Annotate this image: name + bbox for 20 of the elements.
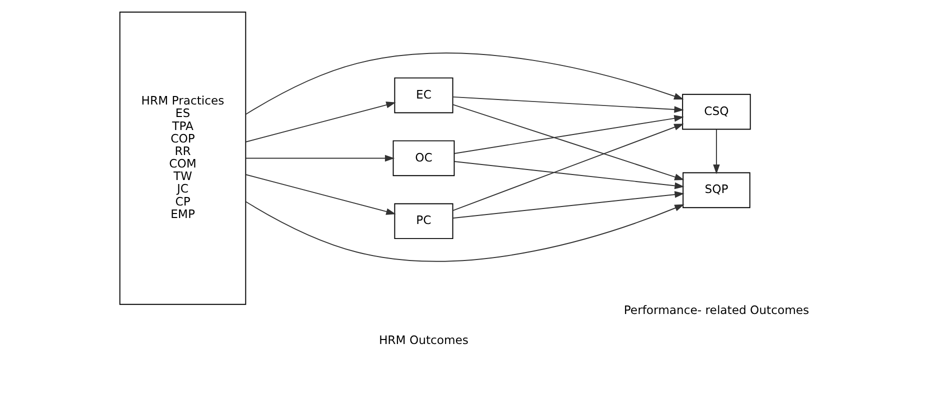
arrow	[452, 104, 684, 180]
node-box: CSQ	[682, 94, 750, 130]
arrow	[244, 154, 394, 162]
arrow	[244, 102, 396, 142]
node-box: EC	[394, 77, 453, 114]
node-box: PC	[394, 203, 453, 240]
arrow	[452, 124, 684, 212]
node-box: OC	[392, 140, 454, 176]
arrow	[244, 52, 684, 115]
label: Performance- related Outcomes	[623, 303, 809, 318]
node-box: HRM Practices ES TPA COP RR COM TW JC CP EMP	[118, 12, 246, 305]
arrow	[453, 161, 684, 190]
arrow	[712, 128, 720, 174]
label: HRM Outcomes	[378, 333, 468, 348]
arrow	[453, 115, 684, 154]
node-box: SQP	[682, 172, 750, 208]
arrow	[452, 191, 684, 219]
arrow	[452, 96, 684, 113]
arrow	[244, 174, 396, 215]
arrow	[244, 201, 684, 262]
